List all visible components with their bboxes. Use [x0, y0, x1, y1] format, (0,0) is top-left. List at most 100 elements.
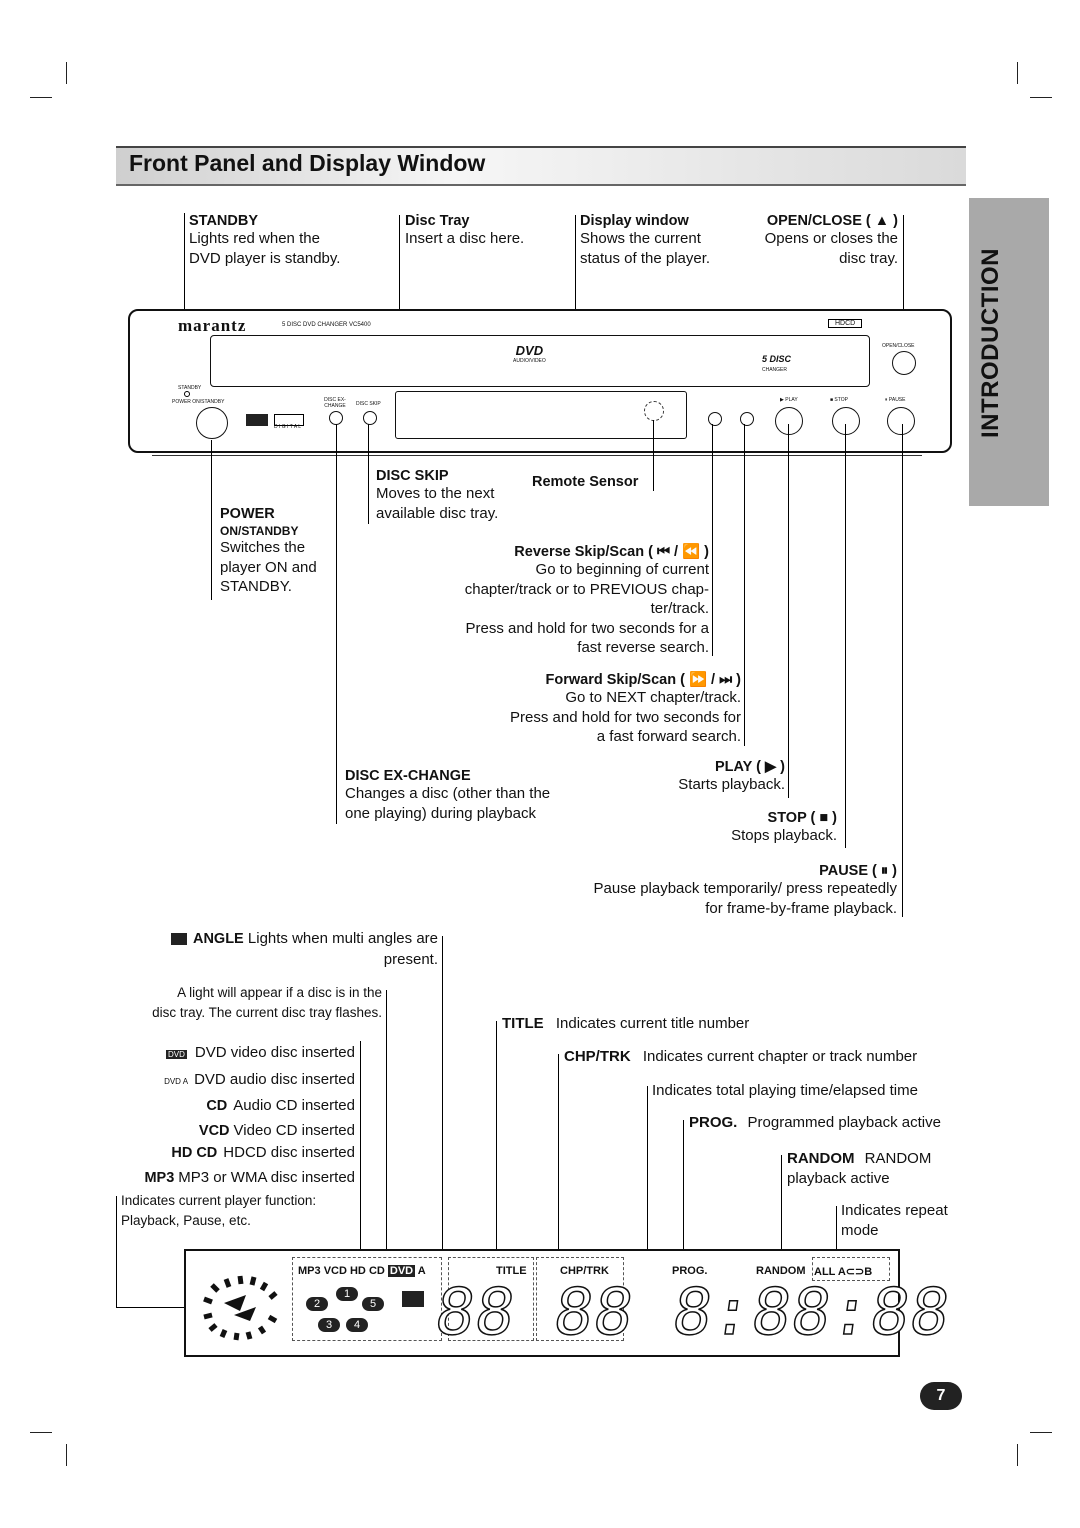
disc-skip-title: DISC SKIP: [376, 468, 449, 484]
repeat-indicator-box: [812, 1257, 890, 1281]
disc-indicator-box: [292, 1257, 442, 1341]
title-callout: TITLE Indicates current title number: [502, 1014, 749, 1034]
angle-desc: present.: [383, 950, 438, 968]
display-window-title: Display window: [580, 213, 689, 229]
random-indicator: RANDOM: [756, 1265, 806, 1277]
disc-number-1: 1: [336, 1287, 358, 1301]
stop-label: ■ STOP: [830, 397, 848, 403]
open-close-button[interactable]: [892, 351, 916, 375]
disc-tray[interactable]: [210, 335, 870, 387]
dvd-audio-icon: DVD A: [164, 1076, 189, 1086]
reverse-desc: ter/track.: [650, 600, 709, 617]
section-title: Front Panel and Display Window: [129, 150, 486, 176]
pause-callout: PAUSE ( ⏸ ) Pause playback temporarily/ …: [540, 863, 898, 918]
standby-callout: STANDBY Lights red when the DVD player i…: [189, 213, 340, 268]
disc-exchange-button[interactable]: [329, 411, 343, 425]
leader-line: [386, 990, 387, 1295]
forward-desc: a fast forward search.: [596, 728, 741, 745]
reverse-desc: Go to beginning of current: [535, 561, 709, 578]
disc-skip-desc: available disc tray.: [376, 504, 499, 522]
disc-skip-button[interactable]: [363, 411, 377, 425]
disc-number-3: 3: [318, 1318, 340, 1332]
segment-digits: 88 88 8:88:88: [430, 1275, 956, 1351]
leader-line: [781, 1155, 782, 1264]
vcd-icon: VCD: [198, 1122, 230, 1139]
open-close-desc: disc tray.: [839, 249, 898, 267]
forward-desc: Go to NEXT chapter/track.: [565, 689, 741, 706]
page-number: 7: [920, 1382, 962, 1410]
remote-sensor-title: Remote Sensor: [532, 474, 639, 490]
5disc-text: 5 DISC: [762, 354, 792, 364]
standby-desc: DVD player is standby.: [189, 249, 341, 267]
display-window-callout: Display window Shows the current status …: [580, 213, 710, 268]
repeat-desc: Indicates repeat: [841, 1202, 948, 1219]
disc-type-desc: DVD audio disc inserted: [194, 1070, 355, 1088]
title-indicator: TITLE: [496, 1265, 527, 1277]
dts-logo: [246, 414, 268, 426]
leader-line: [836, 1206, 837, 1264]
leader-line: [360, 1041, 361, 1296]
repeat-callout: Indicates repeat mode: [841, 1201, 948, 1240]
title-desc: Indicates current title number: [555, 1015, 750, 1032]
leader-line: [788, 424, 789, 798]
random-key: RANDOM: [787, 1150, 855, 1167]
prog-key: PROG.: [689, 1114, 738, 1131]
leader-line: [712, 424, 713, 656]
disc-skip-callout: DISC SKIP Moves to the next available di…: [376, 468, 498, 523]
angle-desc: Lights when multi angles are: [247, 930, 438, 947]
dvd-logo: DVD AUDIO/VIDEO: [513, 343, 546, 364]
mp3-indicator: MP3: [298, 1265, 321, 1277]
leader-line: [683, 1120, 684, 1264]
leader-line: [184, 213, 185, 388]
leader-line: [902, 424, 903, 917]
reverse-skip-button[interactable]: [708, 412, 722, 426]
function-desc: Indicates current player function:: [121, 1193, 317, 1208]
hdcd-logo: HDCD: [828, 319, 863, 328]
side-tab-label: INTRODUCTION: [977, 248, 1004, 438]
play-button[interactable]: [775, 407, 803, 435]
disc-light-callout: A light will appear if a disc is in the …: [100, 983, 382, 1023]
leader-line: [116, 1307, 206, 1308]
prog-indicator: PROG.: [672, 1265, 708, 1277]
forward-desc: Press and hold for two seconds for: [510, 708, 741, 726]
device-foot: [152, 451, 922, 456]
forward-title: Forward Skip/Scan ( ⏩ / ⏭ ): [545, 672, 741, 688]
hd-indicator: HD: [349, 1265, 366, 1277]
leader-line: [558, 1054, 559, 1264]
changer-text: CHANGER: [762, 367, 788, 373]
stop-desc: Stops playback.: [731, 827, 837, 844]
open-close-title: OPEN/CLOSE ( ▲ ): [766, 213, 898, 229]
play-title: PLAY ( ▶ ): [715, 759, 785, 775]
disc-type-desc: Audio CD inserted: [233, 1097, 355, 1114]
disc-tray-callout: Disc Tray Insert a disc here.: [405, 213, 524, 249]
random-desc: RANDOM: [864, 1150, 932, 1167]
crop-mark: [66, 1444, 67, 1466]
standby-led: [184, 391, 190, 397]
chptrk-callout: CHP/TRK Indicates current chapter or tra…: [564, 1047, 917, 1067]
disc-exchange-callout: DISC EX-CHANGE Changes a disc (other tha…: [345, 768, 550, 823]
dolby-logo: [274, 414, 304, 426]
prog-callout: PROG. Programmed playback active: [689, 1113, 941, 1133]
disc-exchange-label: DISC EX-CHANGE: [324, 397, 346, 409]
disc-light-desc: disc tray. The current disc tray flashes…: [152, 1005, 382, 1020]
reverse-callout: Reverse Skip/Scan ( ⏮ / ⏪ ) Go to beginn…: [420, 543, 709, 658]
stop-button[interactable]: [832, 407, 860, 435]
dvd-icon: DVD: [166, 1050, 187, 1059]
power-button[interactable]: [196, 407, 228, 439]
side-tab: INTRODUCTION: [969, 198, 1049, 506]
forward-skip-button[interactable]: [740, 412, 754, 426]
leader-line: [903, 215, 904, 345]
function-callout: Indicates current player function: Playb…: [121, 1191, 316, 1231]
leader-line: [647, 1086, 648, 1264]
leader-line: [845, 424, 846, 848]
pause-button[interactable]: [887, 407, 915, 435]
reverse-desc: Press and hold for two seconds for a: [465, 619, 709, 637]
disc-type-desc: Video CD inserted: [233, 1121, 355, 1139]
power-desc: player ON and: [220, 558, 317, 576]
dvd-logo-text: DVD: [515, 343, 544, 358]
standby-title: STANDBY: [189, 213, 259, 229]
disc-tray-title: Disc Tray: [405, 213, 470, 229]
chptrk-box: [536, 1257, 624, 1341]
standby-label: STANDBY: [178, 385, 202, 391]
angle-indicator-icon: [402, 1291, 424, 1307]
